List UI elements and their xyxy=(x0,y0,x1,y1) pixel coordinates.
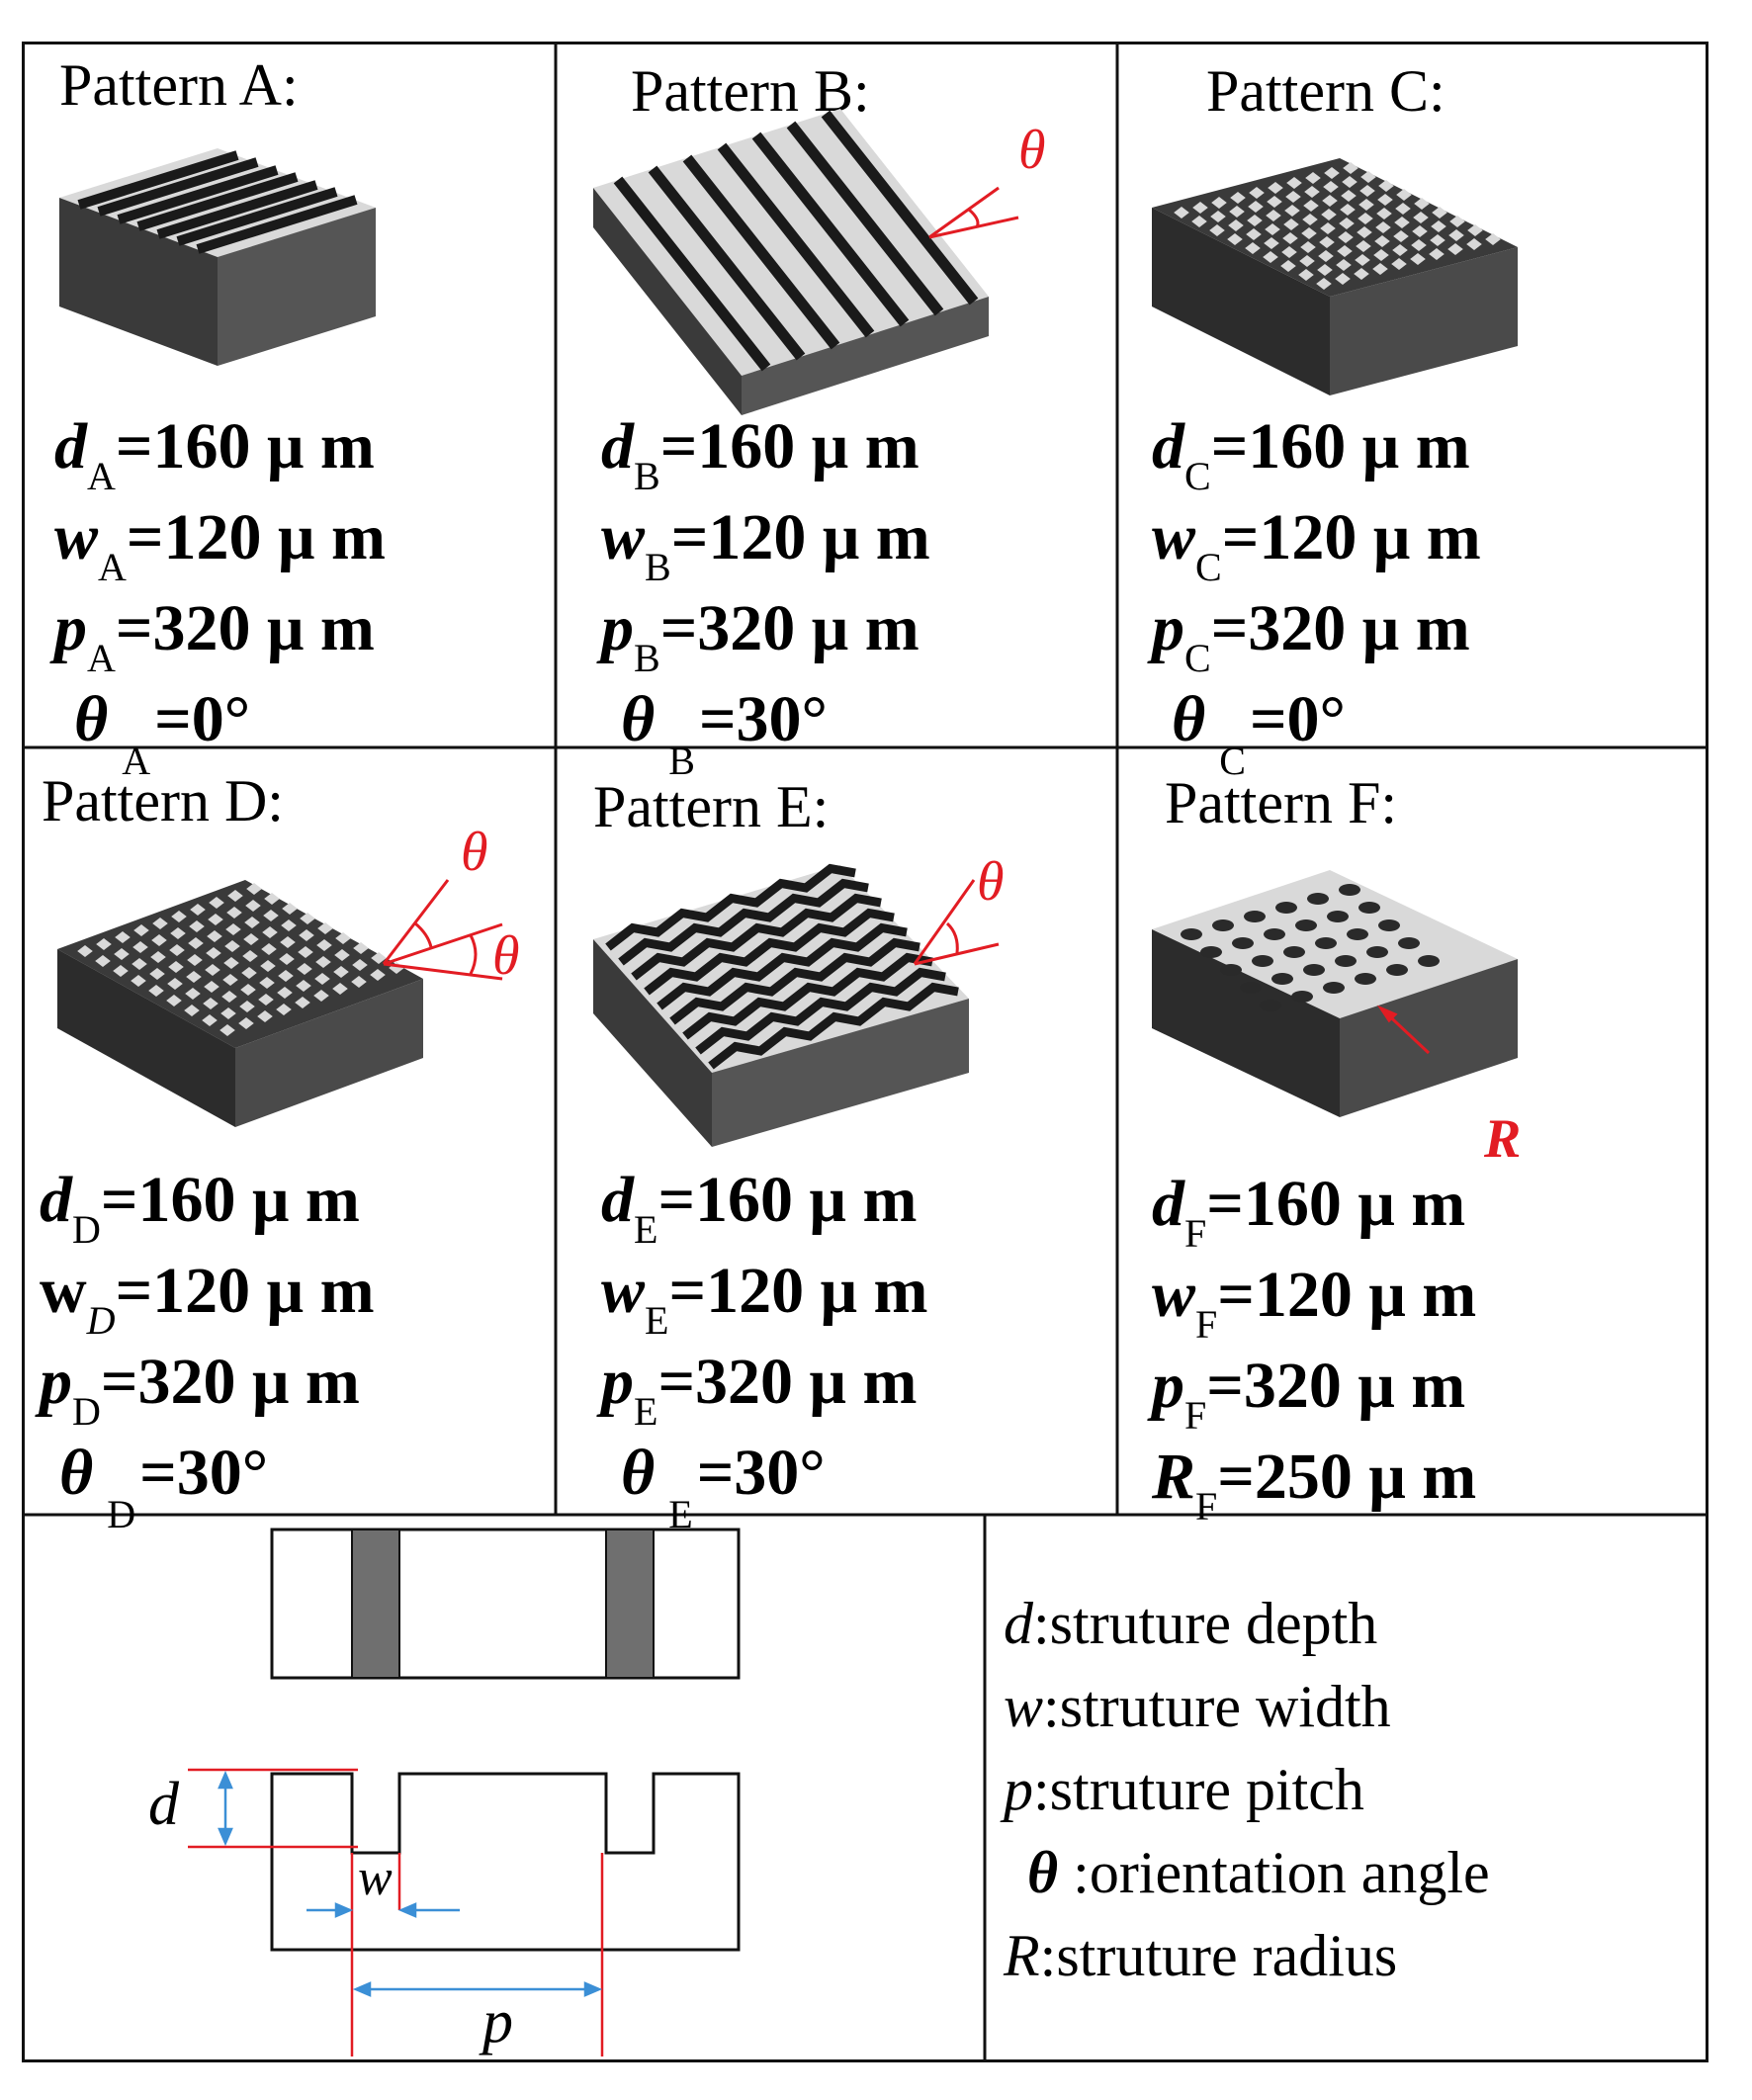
pattern-f-illustration: R xyxy=(1152,870,1521,1170)
pattern-d-title: Pattern D: xyxy=(42,768,284,833)
pattern-a-illustration xyxy=(59,148,376,366)
pattern-e-title: Pattern E: xyxy=(593,774,830,839)
legend-depth: d:struture depth xyxy=(1004,1591,1378,1656)
legend-pitch: p:struture pitch xyxy=(1004,1757,1364,1822)
pattern-a-title: Pattern A: xyxy=(59,52,299,118)
pattern-d-theta-label-1: θ xyxy=(461,822,488,883)
pattern-a-params: dA=160 μ m wA=120 μ m pA=320 μ m θA=0° xyxy=(54,410,386,783)
pattern-b-theta-label: θ xyxy=(1018,120,1046,181)
dimension-label-w: w xyxy=(358,1850,393,1906)
pattern-f-params: dF=160 μ m wF=120 μ m pF=320 μ m RF=250 … xyxy=(1152,1168,1477,1529)
pattern-e-illustration: θ xyxy=(593,851,1005,1147)
pattern-d-illustration: θ θ xyxy=(57,822,520,1127)
legend-width: w:struture width xyxy=(1004,1674,1391,1739)
pattern-e-theta-label: θ xyxy=(977,851,1005,913)
pattern-d-theta-label-2: θ xyxy=(492,925,520,987)
pattern-d-params: dD=160 μ m wD=120 μ m pD=320 μ m θD=30° xyxy=(40,1164,375,1536)
pattern-c-illustration xyxy=(1152,158,1518,395)
pattern-f-title: Pattern F: xyxy=(1165,770,1397,835)
pattern-c-params: dC=160 μ m wC=120 μ m pC=320 μ m θC=0° xyxy=(1152,410,1481,783)
pattern-f-radius-label: R xyxy=(1483,1108,1521,1170)
dimension-label-d: d xyxy=(148,1771,179,1838)
pattern-e-params: dE=160 μ m wE=120 μ m pE=320 μ m θE=30° xyxy=(601,1164,928,1536)
figure-frame xyxy=(22,42,1708,2062)
legend-angle: θ :orientation angle xyxy=(1027,1840,1490,1905)
dimension-schematic xyxy=(188,1528,741,2056)
pattern-b-params: dB=160 μ m wB=120 μ m pB=320 μ m θB=30° xyxy=(601,410,930,783)
dimension-label-p: p xyxy=(482,1988,513,2056)
pattern-c-title: Pattern C: xyxy=(1206,58,1445,124)
pattern-b-illustration: θ xyxy=(593,109,1046,415)
legend-radius: R:struture radius xyxy=(1004,1923,1398,1988)
symbol-legend: d:struture depth w:struture width p:stru… xyxy=(1004,1582,1490,1997)
